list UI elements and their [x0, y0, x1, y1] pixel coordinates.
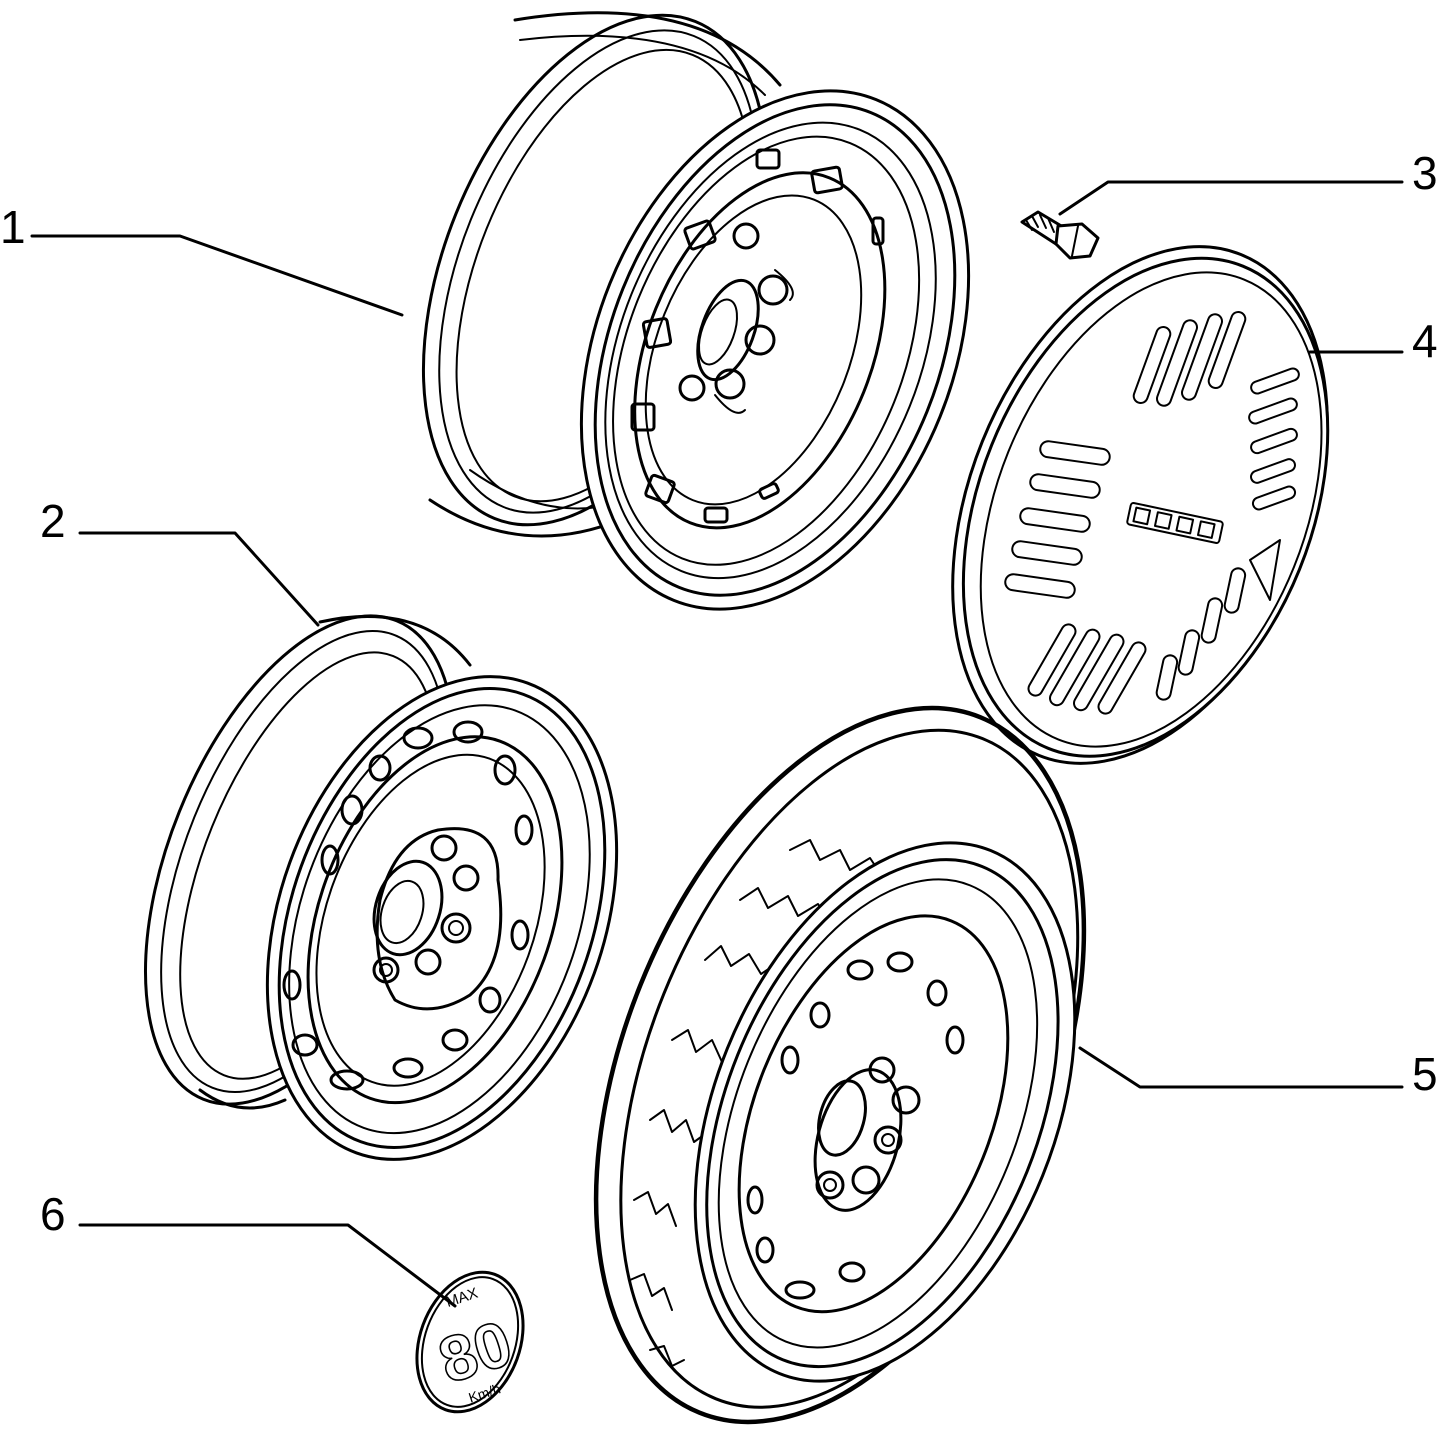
badge-speed-text: 80: [430, 1307, 520, 1397]
rim-vent-holes: [746, 951, 965, 1300]
wheel-rim-part-2: [144, 614, 619, 1161]
callout-4: 4: [1412, 315, 1438, 367]
callout-2: 2: [40, 495, 66, 547]
callout-6: 6: [40, 1188, 66, 1240]
callout-labels: 1 2 3 4 5 6: [0, 147, 1438, 1240]
callout-1: 1: [0, 201, 26, 253]
callout-3: 3: [1412, 147, 1438, 199]
wheel-rim-part-1: [421, 11, 971, 611]
leader-lines: [30, 180, 1404, 1308]
wheel-with-tire-part-5: [593, 705, 1087, 1425]
wheel-bolt-part-3: [1020, 210, 1100, 260]
badge-max-text: MAX: [444, 1285, 480, 1311]
hubcap-logo: [1126, 502, 1224, 544]
hubcap-part-4: [951, 245, 1330, 765]
rim-vent-holes: [630, 148, 885, 524]
rim-vent-holes: [282, 720, 534, 1091]
callout-5: 5: [1412, 1048, 1438, 1100]
speed-limit-badge-part-6: MAX 80 Km/h: [415, 1270, 525, 1414]
hubcap-slots: [1004, 310, 1300, 715]
